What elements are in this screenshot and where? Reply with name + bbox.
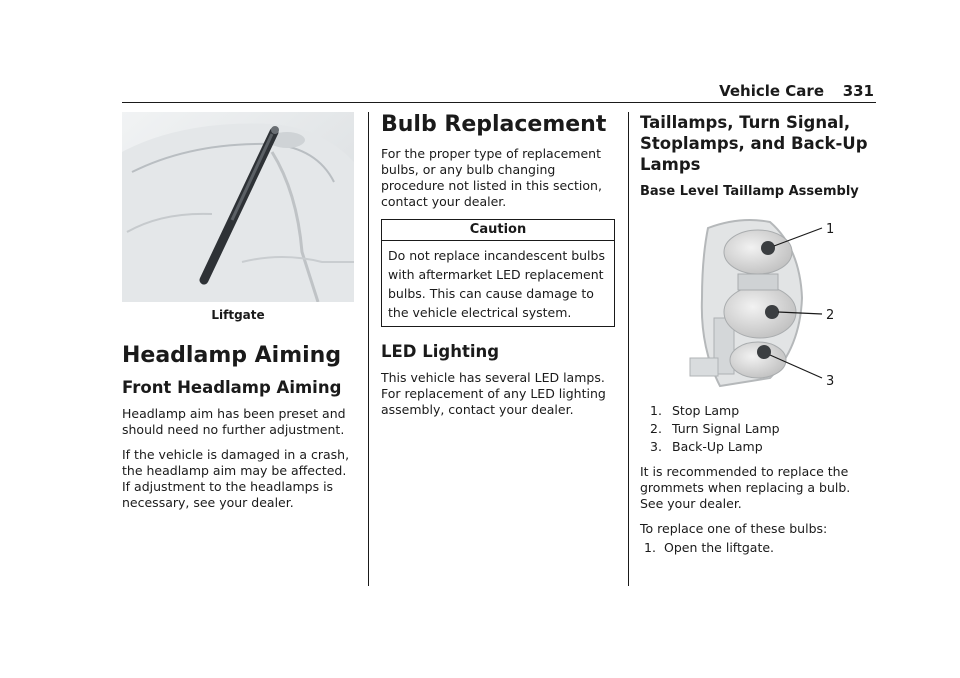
column-2: Bulb Replacement For the proper type of … <box>381 112 615 427</box>
list-item: 1.Stop Lamp <box>650 403 740 418</box>
parts-list: 1.Stop Lamp 2.Turn Signal Lamp 3.Back-Up… <box>640 402 876 456</box>
heading-base-taillamp-assembly: Base Level Taillamp Assembly <box>640 184 859 199</box>
page-number: 331 <box>842 82 874 100</box>
column-divider-2 <box>628 112 629 586</box>
caution-title: Caution <box>382 220 614 241</box>
taillamp-illustration: 1 2 3 <box>689 219 834 389</box>
paragraph: It is recommended to replace the grommet… <box>640 464 851 511</box>
list-item: 3.Back-Up Lamp <box>650 439 763 454</box>
heading-headlamp-aiming: Headlamp Aiming <box>122 343 342 368</box>
paragraph: This vehicle has several LED lamps. For … <box>381 370 606 417</box>
paragraph: If the vehicle is damaged in a crash, th… <box>122 447 350 478</box>
heading-led-lighting: LED Lighting <box>381 342 500 361</box>
liftgate-illustration <box>122 112 354 302</box>
column-divider-1 <box>368 112 369 586</box>
callout-3: 3 <box>826 374 834 389</box>
list-item: 1.Open the liftgate. <box>644 540 775 555</box>
paragraph: Headlamp aim has been preset and should … <box>122 406 346 437</box>
callout-2: 2 <box>826 308 834 323</box>
column-1: Liftgate Headlamp Aiming Front Headlamp … <box>122 112 354 520</box>
heading-bulb-replacement: Bulb Replacement <box>381 112 607 137</box>
header-rule <box>122 102 876 103</box>
caution-box: Caution Do not replace incandescent bulb… <box>381 219 615 327</box>
paragraph: For the proper type of replacement bulbs… <box>381 146 602 209</box>
caution-text: Do not replace incandescent bulbs with a… <box>388 248 605 320</box>
column-3: Taillamps, Turn Signal, Stoplamps, and B… <box>640 112 876 565</box>
heading-front-headlamp-aiming: Front Headlamp Aiming <box>122 378 342 397</box>
callout-1: 1 <box>826 222 834 237</box>
running-header: Vehicle Care 331 <box>122 82 876 102</box>
figure-caption: Liftgate <box>211 308 265 322</box>
heading-taillamps: Taillamps, Turn Signal, Stoplamps, and B… <box>640 113 868 174</box>
paragraph: To replace one of these bulbs: <box>640 521 828 536</box>
steps-list: 1.Open the liftgate. <box>640 539 876 557</box>
section-title: Vehicle Care <box>719 82 824 100</box>
list-item: 2.Turn Signal Lamp <box>650 421 780 436</box>
paragraph: If adjustment to the headlamps is necess… <box>122 479 334 510</box>
